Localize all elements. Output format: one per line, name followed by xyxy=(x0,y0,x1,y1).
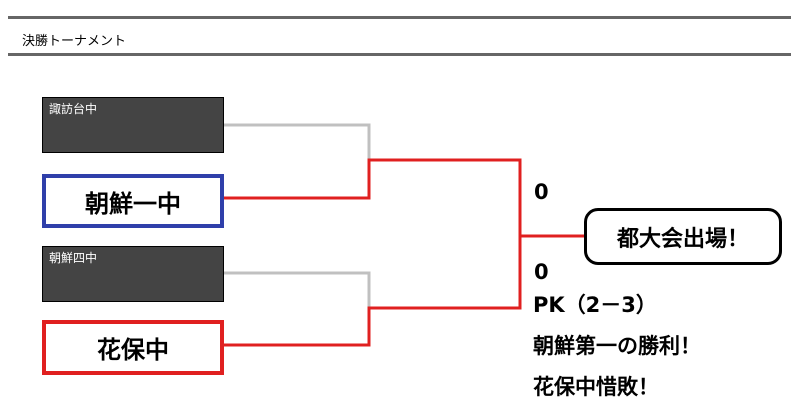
team-box-suwadai: 諏訪台中 xyxy=(42,97,224,153)
bracket-line-chosen-yonchu xyxy=(224,271,371,308)
result-line-1: 朝鮮第一の勝利！ xyxy=(533,334,701,358)
team-name: 花保中 xyxy=(97,336,169,364)
team-name: 朝鮮一中 xyxy=(85,189,181,218)
score-top: 0 xyxy=(534,180,549,204)
header-top-rule xyxy=(8,16,791,19)
score-bottom: 0 xyxy=(534,260,549,284)
result-line-2: 花保中惜敗！ xyxy=(533,375,659,399)
final-result-box: 都大会出場！ xyxy=(584,208,782,265)
team-box-hanaho: 花保中 xyxy=(42,320,224,375)
team-name: 朝鮮四中 xyxy=(49,251,98,265)
team-box-chosen-yonchu: 朝鮮四中 xyxy=(42,246,224,302)
bracket-line-chosen-ichichu xyxy=(224,158,522,236)
pk-score: PK（2－3） xyxy=(533,293,657,317)
bracket-line-hanaho xyxy=(224,236,522,347)
team-box-chosen-ichichu: 朝鮮一中 xyxy=(42,174,224,228)
bracket-line-suwadai xyxy=(224,123,371,160)
winner-label: 都大会出場！ xyxy=(616,226,749,252)
team-name: 諏訪台中 xyxy=(49,102,98,116)
page-title: 決勝トーナメント xyxy=(22,34,127,49)
header-bottom-rule xyxy=(8,53,791,56)
